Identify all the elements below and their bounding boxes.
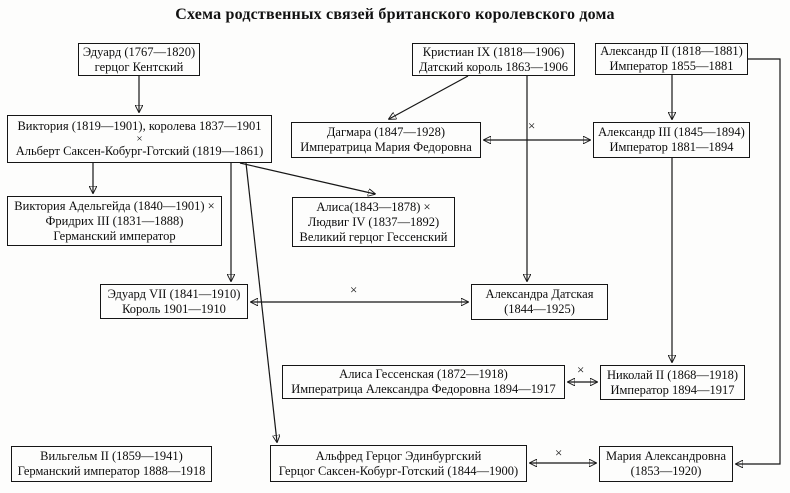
diagram-title: Схема родственных связей британского кор… <box>175 6 615 23</box>
node-text-line: (1844—1925) <box>504 302 575 316</box>
node-victoria-albert: Виктория (1819—1901), королева 1837—1901… <box>7 115 272 163</box>
node-text-line: Дагмара (1847—1928) <box>326 125 446 139</box>
node-text-line: Император 1855—1881 <box>609 59 734 73</box>
node-text-line: Алиса Гессенская (1872—1918) <box>339 367 508 381</box>
node-text-line: Император 1881—1894 <box>609 140 734 154</box>
node-text-line: Эдуард (1767—1820) <box>82 44 196 59</box>
node-text-line: Александр III (1845—1894) <box>598 125 745 139</box>
node-alexandra-danish: Александра Датская (1844—1925) <box>471 284 608 320</box>
node-text-line: Король 1901—1910 <box>122 301 226 316</box>
node-text-line: Людвиг IV (1837—1892) <box>307 214 440 229</box>
node-text-line: Фридрих III (1831—1888) <box>45 213 184 228</box>
node-text-line: Вильгельм II (1859—1941) <box>40 449 183 463</box>
node-text-line: × <box>136 133 143 145</box>
node-text-line: Германский император 1888—1918 <box>17 464 206 478</box>
node-text-line: Кристиан IX (1818—1906) <box>422 44 565 59</box>
node-alexander3: Александр III (1845—1894) Император 1881… <box>593 122 750 158</box>
marriage-cross: × <box>350 282 358 297</box>
node-text-line: Императрица Александра Федоровна 1894—19… <box>291 382 556 396</box>
node-christian9: Кристиан IX (1818—1906) Датский король 1… <box>412 43 575 76</box>
node-edward-kent: Эдуард (1767—1820) герцог Кентский <box>78 43 200 76</box>
node-text-line: Эдуард VII (1841—1910) <box>107 286 241 301</box>
node-alisa-hesse-sr: Алиса(1843—1878) × Людвиг IV (1837—1892)… <box>292 197 455 247</box>
node-dagmara: Дагмара (1847—1928) Императрица Мария Фе… <box>291 122 481 158</box>
marriage-cross: × <box>528 118 536 133</box>
node-text-line: Датский король 1863—1906 <box>418 59 569 74</box>
node-text-line: Александра Датская <box>485 287 594 301</box>
node-maria-alexandrovna: Мария Александровна (1853—1920) <box>599 446 733 482</box>
node-edward7: Эдуард VII (1841—1910) Король 1901—1910 <box>100 284 248 319</box>
node-text-line: Виктория (1819—1901), королева 1837—1901 <box>17 119 262 133</box>
node-text-line: Императрица Мария Федоровна <box>300 140 472 154</box>
edge-alexander2-to-maria <box>736 58 781 464</box>
node-text-line: Виктория Адельгейда (1840—1901) × <box>14 198 215 213</box>
node-text-line: Алиса(1843—1878) × <box>316 199 431 214</box>
edge-christian9-to-dagmara <box>389 75 469 119</box>
node-victoria-adelaide: Виктория Адельгейда (1840—1901) × Фридри… <box>7 196 222 246</box>
node-text-line: герцог Кентский <box>94 59 184 74</box>
node-text-line: Альберт Саксен-Кобург-Готский (1819—1861… <box>15 144 264 158</box>
node-text-line: Великий герцог Гессенский <box>299 229 448 244</box>
node-text-line: (1853—1920) <box>630 464 702 478</box>
node-text-line: Германский император <box>53 228 176 243</box>
node-nicholas2: Николай II (1868—1918) Император 1894—19… <box>600 365 745 400</box>
node-wilhelm2: Вильгельм II (1859—1941) Германский импе… <box>11 446 212 482</box>
node-alfred: Альфред Герцог Эдинбургский Герцог Саксе… <box>270 445 527 482</box>
marriage-cross: × <box>577 362 585 377</box>
node-text-line: Император 1894—1917 <box>610 382 735 397</box>
node-text-line: Александр II (1818—1881) <box>600 44 743 58</box>
node-text-line: Мария Александровна <box>606 449 726 463</box>
node-alisa-hesse: Алиса Гессенская (1872—1918) Императрица… <box>282 365 565 399</box>
marriage-cross: × <box>555 445 563 460</box>
node-text-line: Герцог Саксен-Кобург-Готский (1844—1900) <box>278 463 519 478</box>
edge-victoria-to-alisa <box>239 162 375 194</box>
node-text-line: Николай II (1868—1918) <box>606 367 739 382</box>
node-text-line: Альфред Герцог Эдинбургский <box>315 448 482 463</box>
node-alexander2: Александр II (1818—1881) Император 1855—… <box>595 43 748 75</box>
